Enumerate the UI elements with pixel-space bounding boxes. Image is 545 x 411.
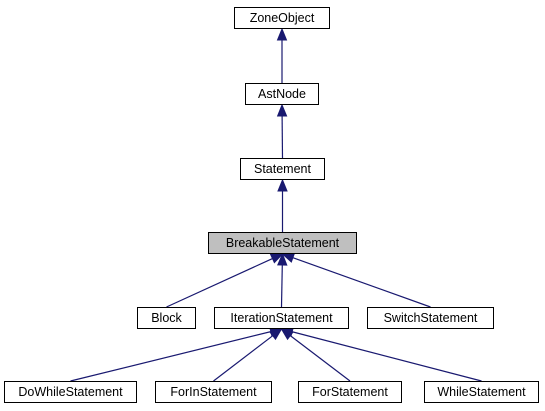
node-iterationstatement[interactable]: IterationStatement — [214, 307, 349, 329]
edge-forinstatement-to-iterationstatement — [213, 335, 274, 382]
node-switchstatement[interactable]: SwitchStatement — [367, 307, 494, 329]
edge-iterationstatement-to-breakablestatement — [280, 264, 283, 308]
edge-dowhilestatement-to-iterationstatement — [70, 331, 271, 382]
edge-whilestatement-to-iterationstatement — [291, 331, 482, 382]
node-whilestatement[interactable]: WhileStatement — [424, 381, 539, 403]
arrowhead-iterationstatement-to-breakablestatement — [277, 252, 288, 266]
edge-forstatement-to-iterationstatement — [289, 335, 351, 382]
node-zoneobject[interactable]: ZoneObject — [234, 7, 330, 29]
node-dowhilestatement[interactable]: DoWhileStatement — [4, 381, 137, 403]
arrowhead-forinstatement-to-iterationstatement — [269, 328, 283, 341]
node-forinstatement[interactable]: ForInStatement — [155, 381, 272, 403]
node-block[interactable]: Block — [137, 307, 196, 329]
edge-switchstatement-to-breakablestatement — [292, 257, 431, 308]
arrowhead-breakablestatement-to-statement — [277, 178, 288, 192]
node-astnode[interactable]: AstNode — [245, 83, 319, 105]
node-breakablestatement: BreakableStatement — [208, 232, 357, 254]
edge-block-to-breakablestatement — [166, 258, 273, 308]
arrowhead-statement-to-astnode — [276, 103, 288, 117]
node-forstatement[interactable]: ForStatement — [298, 381, 402, 403]
node-statement[interactable]: Statement — [240, 158, 325, 180]
arrowhead-block-to-breakablestatement — [269, 253, 284, 264]
arrowhead-astnode-to-zoneobject — [276, 27, 288, 41]
